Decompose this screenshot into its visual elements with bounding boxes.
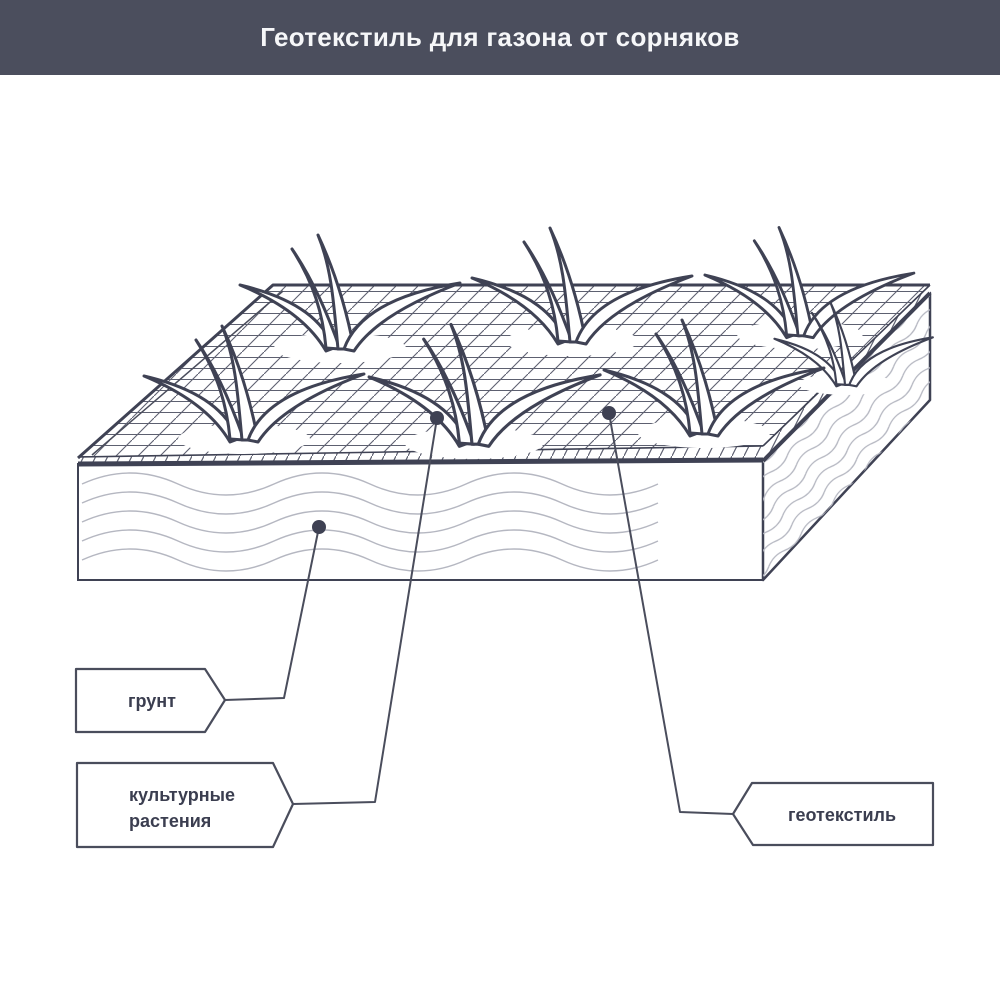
callouts: грунт культурные растения геотекстиль [74, 406, 935, 849]
callout-label-plants-line2: растения [129, 811, 211, 831]
leader-line-geotextile [608, 412, 734, 815]
callout-geotextile: геотекстиль [602, 406, 935, 847]
mesh-outline [77, 283, 930, 460]
leader-line-plants [292, 417, 438, 805]
leader-dot-geotextile [602, 406, 616, 420]
callout-label-grunt: грунт [128, 691, 176, 711]
callout-plants: культурные растения [75, 411, 444, 849]
callout-label-geotextile: геотекстиль [788, 805, 896, 825]
leader-dot-grunt [312, 520, 326, 534]
title-bar: Геотекстиль для газона от сорняков [0, 0, 1000, 75]
callout-box-plants [75, 761, 295, 849]
leader-line-grunt [224, 526, 320, 701]
page-title: Геотекстиль для газона от сорняков [260, 22, 740, 52]
callout-box-grunt [74, 667, 227, 734]
callout-box-geotextile [731, 781, 935, 847]
leader-dot-plants [430, 411, 444, 425]
callout-grunt: грунт [74, 520, 326, 734]
soil-wave-lines [81, 472, 659, 572]
callout-label-plants-line1: культурные [129, 785, 235, 805]
